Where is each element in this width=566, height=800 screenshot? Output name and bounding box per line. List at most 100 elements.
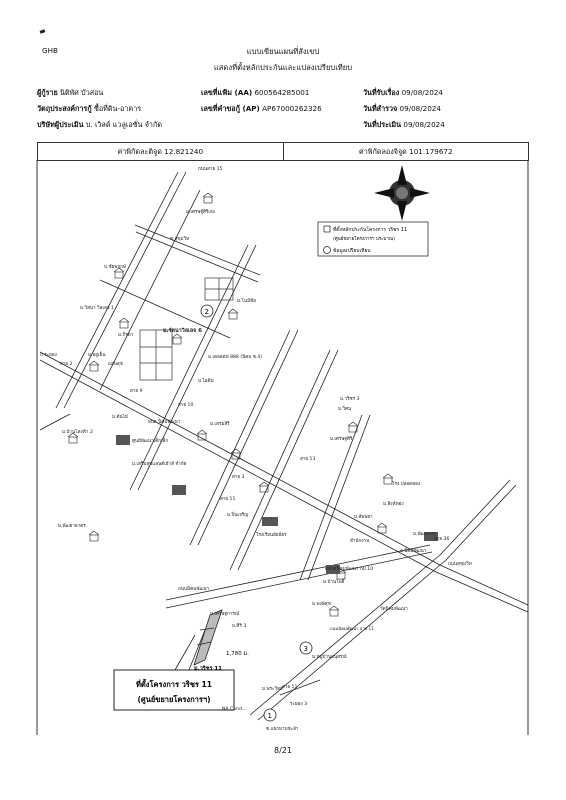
house-icon-group bbox=[67, 192, 394, 617]
label-chaiyaphruek: ม.ชัยพฤกษ์ bbox=[104, 263, 126, 270]
survey-label: วันที่สำรวจ bbox=[363, 104, 398, 113]
building-icon bbox=[424, 532, 438, 541]
label-pattaya: ม.พัฒยาอาดร bbox=[58, 522, 86, 529]
house-icon bbox=[88, 360, 100, 372]
parcel-grid-top bbox=[139, 277, 234, 381]
file-no-label: เลขที่แฟ้ม (AA) bbox=[201, 88, 253, 97]
received-value: 09/08/2024 bbox=[401, 88, 443, 97]
purpose-value: ซื้อที่ดิน-อาคาร bbox=[93, 104, 142, 113]
org-code: GHB bbox=[42, 46, 58, 55]
label-setthakan: ม.เศรษฐการณ์ bbox=[210, 610, 240, 617]
label-road-top: ถนนสาย 15 bbox=[198, 166, 223, 172]
label-sapphaya: ม.สัพพยา bbox=[354, 513, 373, 520]
appraiser-row: บริษัทผู้ประเมิน บ. เวิลด์ แวลูเอชั่น จำ… bbox=[37, 120, 162, 131]
label-muban: ม.หมู่บ้านอนุสรณ์ bbox=[312, 653, 347, 660]
map-border bbox=[36, 160, 529, 735]
label-house: แสนสุข bbox=[108, 361, 123, 367]
label-siri: ม.ศิริ 3 bbox=[232, 623, 246, 629]
house-icon bbox=[202, 192, 214, 204]
label-wareeporn: ม.วริชร 3 bbox=[340, 396, 360, 402]
label-sermsin: ม.เสรมสิริ bbox=[210, 421, 230, 427]
legend-item1: ที่ตั้งหลักประกันโครงการ วริชร 11 bbox=[333, 224, 407, 233]
house-icon bbox=[196, 429, 208, 441]
applicant-row: ผู้กู้ราย นิติพัศ บัวสอน bbox=[37, 88, 103, 99]
legend-compare-swatch bbox=[323, 246, 331, 254]
building-icon bbox=[116, 435, 130, 445]
label-sukhumvit: ถนนสุขุมวิท bbox=[448, 561, 472, 567]
label-sapphaya2: ม.สิงห์ทอง bbox=[383, 500, 404, 507]
request-no-label: เลขที่คำขอกู้ (AP) bbox=[201, 104, 260, 113]
longitude-cell: ค่าพิกัดลองจิจูด 101.179672 bbox=[282, 143, 529, 160]
scan-mark bbox=[39, 29, 46, 34]
label-rayong3: ระยอง 3 bbox=[290, 701, 307, 707]
request-no-value: AP67000262326 bbox=[262, 104, 322, 113]
label-sai10: สาย 10 bbox=[178, 402, 193, 408]
latitude-cell: ค่าพิกัดละติจูด 12.821240 bbox=[117, 147, 204, 156]
label-soi-sukhumvit: ซ.สุขุมวิท bbox=[170, 236, 189, 242]
form-subtitle: แสดงที่ตั้งหลักประกันและแปลงเปรียบเทียบ bbox=[213, 63, 353, 72]
label-charoen: ม.ปิ่นเจริญ bbox=[227, 511, 248, 518]
appraisal-row: วันที่ประเมิน 09/08/2024 bbox=[363, 120, 445, 131]
comparison-marker-1 bbox=[263, 708, 277, 722]
road-network bbox=[39, 171, 529, 721]
label-rayong: ถ.ระยอง bbox=[40, 352, 57, 358]
label-sai13: สาย 13 bbox=[300, 456, 315, 462]
form-title: แบบเขียนแผนที่สังเขป bbox=[246, 47, 320, 56]
label-nicom: ม.ไอดีน bbox=[198, 377, 215, 384]
house-icon bbox=[88, 530, 100, 542]
applicant-label: ผู้กู้ราย bbox=[37, 88, 58, 97]
legend-subject-swatch bbox=[323, 225, 331, 233]
subject-parcel bbox=[193, 609, 223, 666]
building-icon bbox=[262, 517, 278, 526]
building-icon bbox=[172, 485, 186, 495]
house-icon bbox=[113, 267, 125, 279]
survey-row: วันที่สำรวจ 09/08/2024 bbox=[363, 104, 441, 115]
label-phatthanakorn: ม.พัฒนากร bbox=[413, 530, 436, 537]
received-row: วันที่รับเรื่อง 09/08/2024 bbox=[363, 88, 443, 99]
label-meechai: ม.โนมีชัย bbox=[237, 297, 256, 304]
house-icon bbox=[171, 333, 183, 345]
label-phongsuk: ม.พงษ์สุข bbox=[312, 600, 331, 607]
subject-callout: ที่ตั้งโครงการ วริชร 11 (ศูนย์ขยายโครงกา… bbox=[113, 634, 235, 711]
label-sutthiphan: ศูนย์พัฒนาเด็กเล็ก bbox=[132, 436, 168, 444]
house-icon bbox=[118, 317, 130, 329]
file-no-value: 600564285001 bbox=[254, 88, 310, 97]
label-yusuk: ม.อยู่เย็น bbox=[88, 350, 106, 358]
comparison-marker-2 bbox=[200, 304, 214, 318]
label-market: ตลาดนิคมพัฒนา กม.10 bbox=[325, 565, 373, 572]
label-setthasiri2: ม.เศรษฐศิริ bbox=[330, 436, 353, 442]
house-icon bbox=[230, 448, 242, 460]
applicant-value: นิติพัศ บัวสอน bbox=[59, 88, 104, 97]
legend-box: ที่ตั้งหลักประกันโครงการ วริชร 11 (ศูนย์… bbox=[317, 221, 429, 257]
label-pludthong: โรง.ปลอดทอง bbox=[392, 480, 420, 487]
label-deeville: ม.เดอลอฟ 888 (นิคม ซ.4) bbox=[208, 354, 262, 360]
label-sai11: สาย 11 bbox=[220, 496, 235, 502]
label-setthasiri: ม.เศรษฐ์ศิริเฮง bbox=[186, 208, 215, 215]
house-icon bbox=[382, 473, 394, 485]
page-number: 8/21 bbox=[274, 746, 292, 755]
landmark-blocks bbox=[116, 435, 438, 574]
map-labels: ถนนสาย 15 ม.เศรษฐ์ศิริเฮง ซ.สุขุมวิท ม.ช… bbox=[40, 166, 472, 732]
legend-item1-sub: (ศูนย์ขยายโครงการฯ ประมาณ) bbox=[333, 235, 395, 242]
house-icon bbox=[376, 522, 388, 534]
label-sai11b: สาย 11 bbox=[282, 684, 297, 690]
subject-soi-label: ม.วริชร 11 bbox=[194, 665, 222, 672]
purpose-row: วัตถุประสงค์การกู้ ซื้อที่ดิน-อาคาร bbox=[37, 104, 141, 115]
label-krisda: ม.กิรดา bbox=[118, 332, 134, 338]
comparison-label-3: 3 bbox=[304, 645, 308, 653]
comparison-label-2: 2 bbox=[205, 308, 209, 316]
subject-subtitle: (ศูนย์ขยายโครงการฯ) bbox=[138, 694, 211, 705]
appraiser-value: บ. เวิลด์ แวลูเอชั่น จำกัด bbox=[85, 120, 162, 129]
label-tree: ม.ต้นไม้ bbox=[112, 413, 128, 420]
purpose-label: วัตถุประสงค์การกู้ bbox=[37, 104, 92, 113]
house-icon bbox=[67, 432, 79, 444]
file-no-row: เลขที่แฟ้ม (AA) 600564285001 bbox=[201, 88, 309, 99]
label-wisana: ม.วิสนา วิลเลจ 1 bbox=[80, 305, 114, 311]
subject-title: ที่ตั้งโครงการ วริชร 11 bbox=[136, 678, 212, 689]
label-bottom2: ซ.แยกมาบชะล้า bbox=[266, 726, 299, 732]
label-school: โรงเรียนอัยย์ธร bbox=[256, 531, 287, 538]
label-banpho: ม.บ้านโพธิ์ bbox=[323, 577, 346, 585]
compass-icon bbox=[374, 165, 430, 221]
building-icon bbox=[326, 565, 340, 574]
label-nicompatthana: อ.นิคมพัฒนา bbox=[400, 547, 427, 554]
